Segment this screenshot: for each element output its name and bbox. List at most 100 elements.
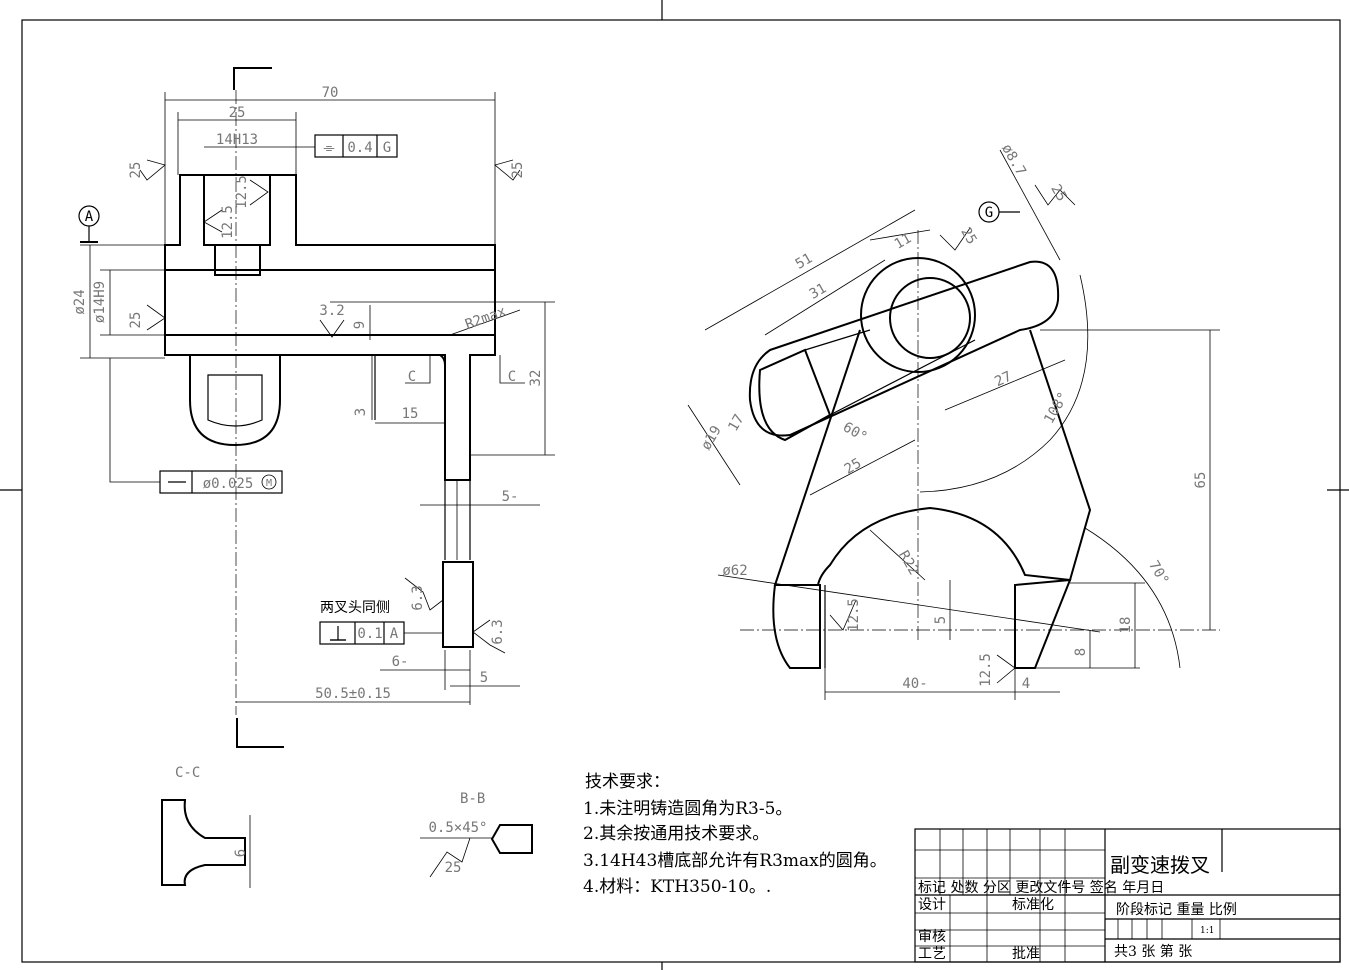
rough-25c: 25 (128, 312, 144, 329)
dim-5r: 5 (933, 616, 949, 624)
lug-outline (189, 355, 281, 447)
tol-position-value: ø0.025 (203, 476, 254, 492)
dim-31: 31 (807, 280, 830, 302)
rough-12-5: 12.5 (234, 175, 250, 209)
title-block: 副变速拨叉 标记 处数 分区 更改文件号 签名 年月日 设计 标准化 阶段标记 … (914, 828, 1341, 963)
tol-flatness-ref: G (383, 140, 391, 156)
dim-4: 4 (1022, 676, 1030, 692)
roughness-symbol-icon (146, 304, 166, 331)
roughness-symbol-icon (472, 619, 506, 654)
roughness-symbol-icon (249, 179, 269, 206)
sec-bb-rough: 25 (445, 860, 462, 876)
frame-border (21, 19, 1341, 963)
dim-r2max: R2max (463, 304, 508, 333)
dim-dia8-7: ø8.7 (998, 141, 1029, 178)
drawing-title: 副变速拨叉 (1110, 853, 1210, 877)
slot-bottom (214, 244, 261, 276)
roughness-symbol-icon (429, 837, 471, 878)
sec-cc-shape (161, 799, 246, 886)
dim-40: 40- (902, 676, 927, 692)
tb-standard: 标准化 (1012, 897, 1054, 913)
rough-25-b: 25 (957, 225, 979, 248)
roughness-symbol-icon (1034, 184, 1076, 206)
roughness-symbol-icon (404, 577, 444, 611)
roughness-symbol-icon (319, 319, 345, 338)
tb-row-mark: 标记 处数 分区 更改文件号 签名 年月日 (918, 879, 1164, 896)
dim-60: 60° (840, 419, 870, 446)
roughness-symbol-icon (494, 159, 521, 181)
dim-6: 6- (392, 654, 409, 670)
dim-65: 65 (1193, 472, 1209, 489)
flatness-symbol-icon: ⌯ (323, 140, 334, 156)
dim-25: 25 (229, 105, 246, 121)
hub-bore (889, 277, 971, 359)
dim-17: 17 (725, 412, 747, 435)
tb-design: 设计 (918, 897, 946, 913)
note-4: 4.材料：KTH350-10。. (583, 877, 771, 897)
section-bb: B-B 0.5×45° 25 (420, 791, 533, 878)
dim-27: 27 (992, 369, 1014, 391)
note-2: 2.其余按通用技术要求。 (583, 824, 769, 844)
fork-right-jaw (1014, 578, 1072, 669)
roughness-symbol-icon (829, 599, 857, 631)
dim-dia24: ø24 (72, 289, 88, 314)
dim-8: 8 (1073, 648, 1089, 656)
dim-dia14h9: ø14H9 (92, 281, 108, 323)
section-cc: C-C 6 (161, 765, 251, 888)
lug-inner (207, 374, 263, 427)
dim-dia62: ø62 (722, 563, 747, 579)
hub-left-wall (164, 174, 216, 271)
dim-108: 108° (1041, 389, 1072, 426)
hub-outer (860, 257, 976, 373)
dim-3: 3 (353, 408, 369, 416)
sec-cc-label: C-C (175, 765, 200, 781)
dim-70: 70 (322, 85, 339, 101)
arm-end-hatch (758, 348, 832, 442)
tol-frame-flatness (314, 134, 398, 158)
dim-51: 51 (793, 250, 816, 272)
dim-32: 32 (528, 370, 544, 387)
rough-25a: 25 (128, 162, 144, 179)
sec-bb-label: B-B (460, 791, 485, 807)
tb-scale: 1:1 (1200, 926, 1214, 936)
note-3: 3.14H43槽底部允许有R3max的圆角。 (583, 851, 887, 871)
left-view: 70 25 14H13 ⌯ 0.4 G 25 25 25 12.5 12.5 3… (72, 67, 555, 748)
tol-frame-position (159, 470, 283, 494)
dim-50-5: 50.5±0.15 (315, 686, 391, 702)
tb-approve: 批准 (1012, 946, 1040, 962)
fork-outline (773, 329, 1092, 586)
tol-flatness-value: 0.4 (347, 140, 372, 156)
sec-bb-chamfer: 0.5×45° (428, 820, 487, 836)
rough-25b: 25 (510, 162, 526, 179)
rough-3-2: 3.2 (319, 303, 344, 319)
dim-25: 25 (842, 455, 865, 477)
dim-9: 9 (352, 321, 368, 329)
dim-18: 18 (1118, 617, 1134, 634)
tech-notes: 技术要求： 1.未注明铸造圆角为R3-5。 2.其余按通用技术要求。 3.14H… (583, 772, 887, 897)
note-1: 1.未注明铸造圆角为R3-5。 (583, 799, 792, 819)
tb-review: 审核 (918, 929, 946, 945)
arm-inner-edge (375, 354, 446, 480)
right-view: 51 31 11 ø19 17 25 60° 27 108° 65 ø8.7 G… (687, 141, 1220, 700)
datum-a: A (85, 209, 94, 225)
sec-cc-dim: 6 (233, 849, 249, 857)
datum-g: G (985, 205, 993, 221)
rough-6-3b: 6.3 (490, 619, 506, 644)
tb-sheet: 共3 张 第 张 (1114, 943, 1192, 960)
notes-heading: 技术要求： (585, 772, 670, 792)
mmc-circle-icon (261, 474, 277, 490)
dim-5: 5- (502, 489, 519, 505)
dim-15: 15 (402, 406, 419, 422)
dim-12-5: 12.5 (846, 598, 862, 632)
roughness-symbol-icon (139, 159, 166, 181)
roughness-symbol-icon (203, 209, 223, 233)
dim-12-5b: 12.5 (978, 653, 994, 687)
sec-c-left: C (408, 369, 416, 385)
tb-craft: 工艺 (918, 946, 946, 962)
roughness-symbol-icon (996, 654, 1016, 684)
rough-6-3a: 6.3 (410, 585, 426, 610)
sec-c-right: C (508, 369, 516, 385)
dim-5b: 5 (480, 670, 488, 686)
tol-position-mod: M (266, 478, 272, 489)
